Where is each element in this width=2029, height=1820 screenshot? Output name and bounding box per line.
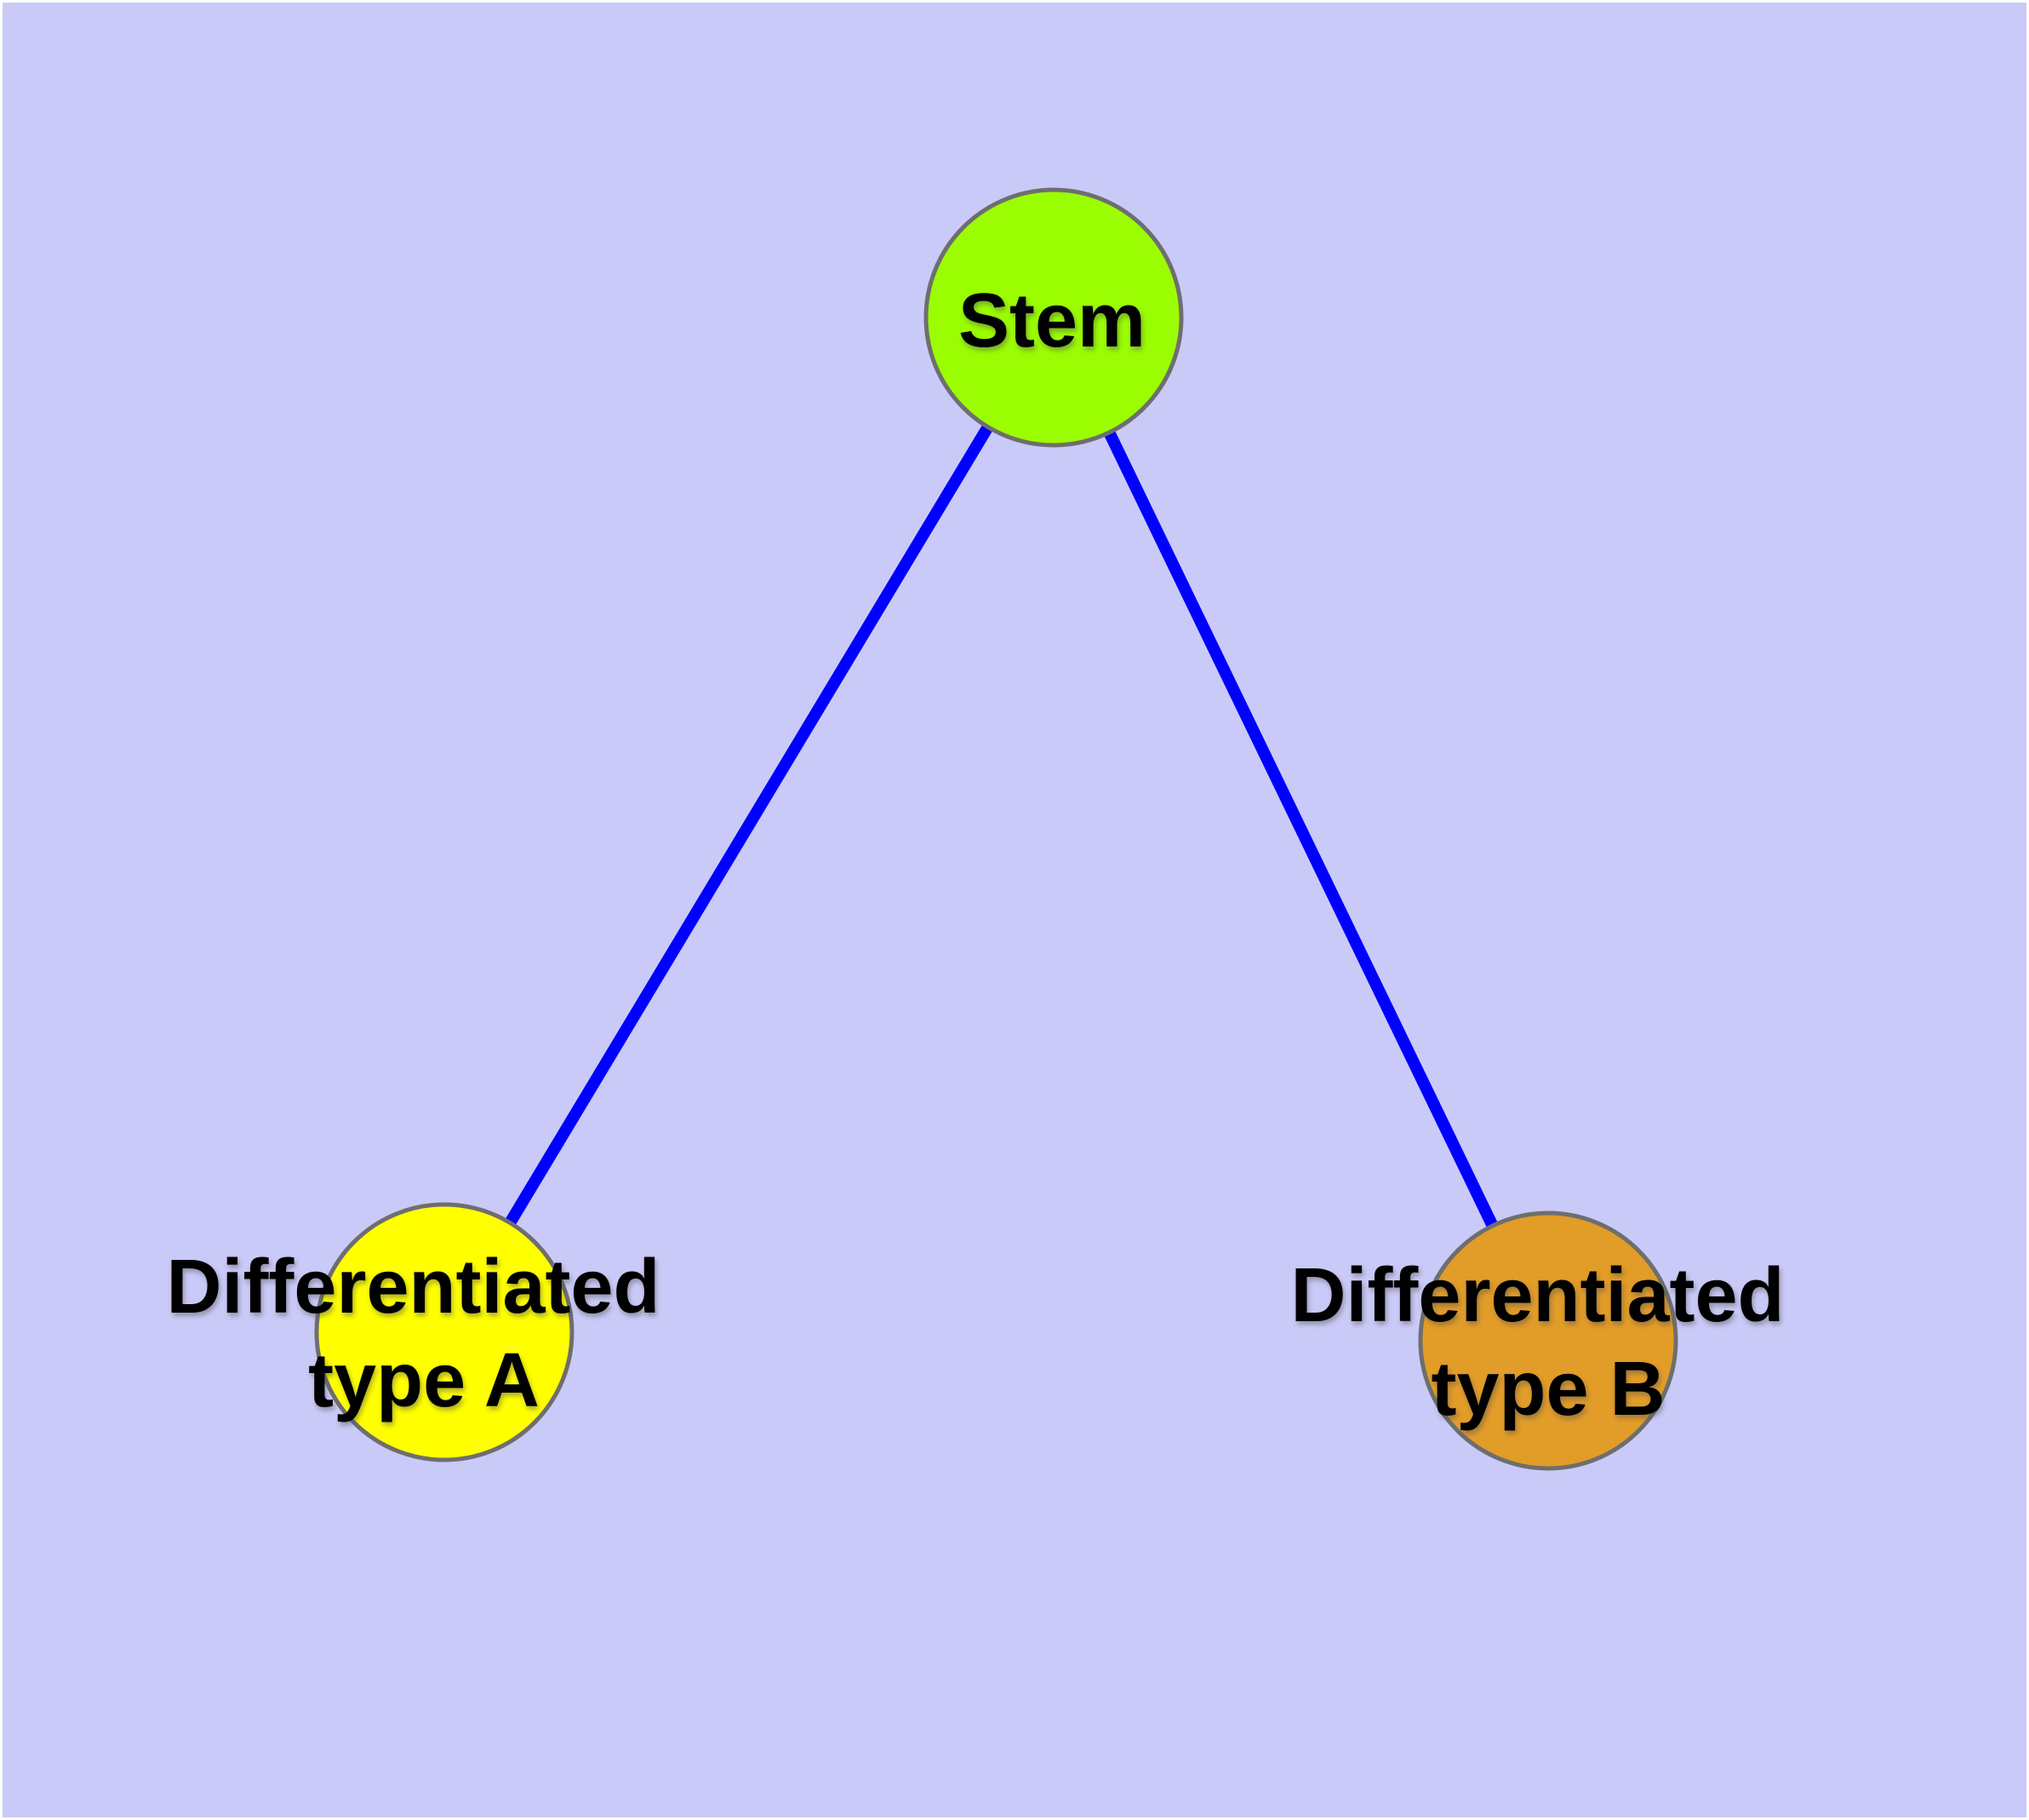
- node-type-b-circle: [1418, 1210, 1678, 1471]
- node-type-b-label-line2: type B: [1431, 1347, 1665, 1432]
- edge-stem-to-type-a: [438, 314, 1060, 1336]
- node-type-a-label-line2: type A: [308, 1338, 540, 1423]
- node-type-a-circle: [314, 1202, 574, 1462]
- node-type-a-label-line1: Differentiated: [166, 1245, 660, 1330]
- node-stem-circle: [923, 187, 1184, 448]
- node-type-a-label: Differentiated type A: [166, 1245, 681, 1423]
- edge-stem-to-type-b: [1048, 314, 1554, 1344]
- node-type-b-label-line1: Differentiated: [1290, 1253, 1784, 1338]
- node-stem-label: Stem: [958, 278, 1146, 363]
- node-type-b-label: Differentiated type B: [1290, 1253, 1805, 1432]
